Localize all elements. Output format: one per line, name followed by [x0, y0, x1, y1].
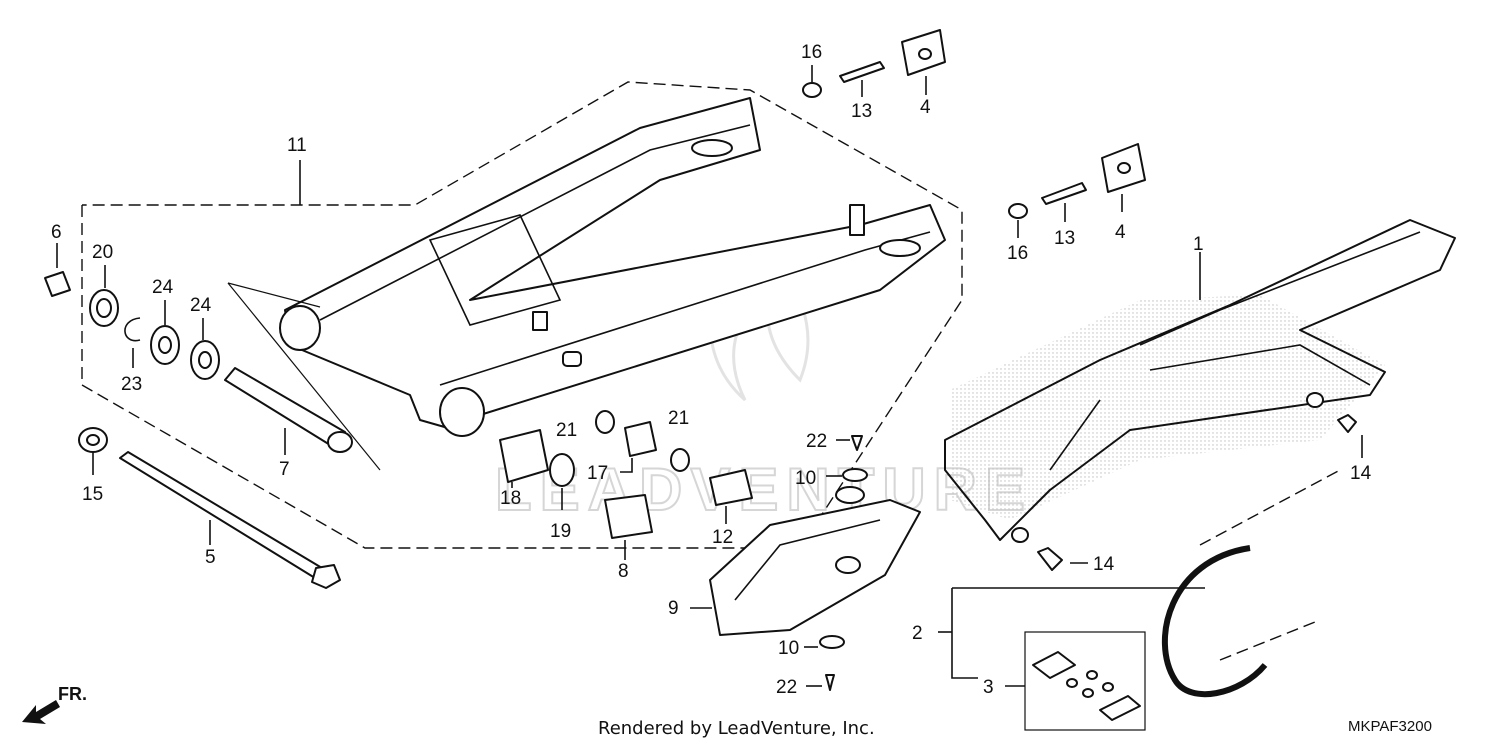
label-part-14: 14: [1093, 554, 1115, 575]
chain-slider: [690, 486, 921, 636]
label-part-20: 20: [92, 242, 113, 263]
footer-credit: Rendered by LeadVenture, Inc.: [598, 718, 875, 739]
label-part-9: 9: [668, 598, 679, 619]
label-part-6: 6: [51, 222, 62, 243]
watermark-text: LEADVENTURE: [495, 456, 1033, 523]
part-labels: 1 2 3 4 4 5 6 7 8 9 10 10 11 12 13 13 14…: [51, 42, 1372, 698]
label-part-8: 8: [618, 561, 629, 582]
swingarm-group-boundary: [81, 81, 963, 549]
front-marker-text: FR.: [58, 684, 87, 704]
pivot-nut: [78, 427, 108, 475]
master-link-kit: [1005, 631, 1146, 731]
pivot-collar: [224, 282, 381, 471]
label-part-13: 13: [1054, 228, 1075, 249]
label-part-23: 23: [121, 374, 142, 395]
chain-adjusters: [802, 29, 1146, 238]
label-part-19: 19: [550, 521, 571, 542]
chain-case-screws: [1037, 414, 1363, 571]
label-part-12: 12: [712, 527, 733, 548]
label-part-7: 7: [279, 459, 290, 480]
label-part-24: 24: [190, 295, 212, 316]
label-part-4: 4: [1115, 222, 1126, 243]
label-part-24: 24: [152, 277, 174, 298]
label-part-18: 18: [500, 488, 521, 509]
pivot-bearings: [44, 243, 220, 380]
slider-fasteners: [804, 435, 868, 691]
label-part-3: 3: [983, 677, 994, 698]
label-part-16: 16: [801, 42, 822, 63]
label-part-14: 14: [1350, 463, 1372, 484]
drive-chain: [938, 469, 1341, 698]
chain-case: [944, 219, 1456, 543]
front-direction-marker: FR.: [22, 684, 87, 724]
label-part-13: 13: [851, 101, 872, 122]
watermark: LEADVENTURE: [494, 248, 1033, 524]
right-pivot-bearings: [499, 410, 690, 510]
label-part-21: 21: [556, 420, 577, 441]
label-part-5: 5: [205, 547, 216, 568]
label-part-15: 15: [82, 484, 103, 505]
label-part-1: 1: [1193, 234, 1204, 255]
label-part-2: 2: [912, 623, 923, 644]
label-part-22: 22: [776, 677, 797, 698]
label-part-16: 16: [1007, 243, 1028, 264]
label-part-4: 4: [920, 97, 931, 118]
pivot-bolt: [119, 451, 341, 589]
swingarm: [279, 97, 946, 437]
label-part-11: 11: [287, 135, 307, 156]
label-part-21: 21: [668, 408, 689, 429]
label-part-10: 10: [795, 468, 816, 489]
label-part-17: 17: [587, 463, 608, 484]
label-part-22: 22: [806, 431, 827, 452]
diagram-code: MKPAF3200: [1348, 718, 1432, 735]
label-part-10: 10: [778, 638, 799, 659]
collars: [604, 469, 753, 560]
